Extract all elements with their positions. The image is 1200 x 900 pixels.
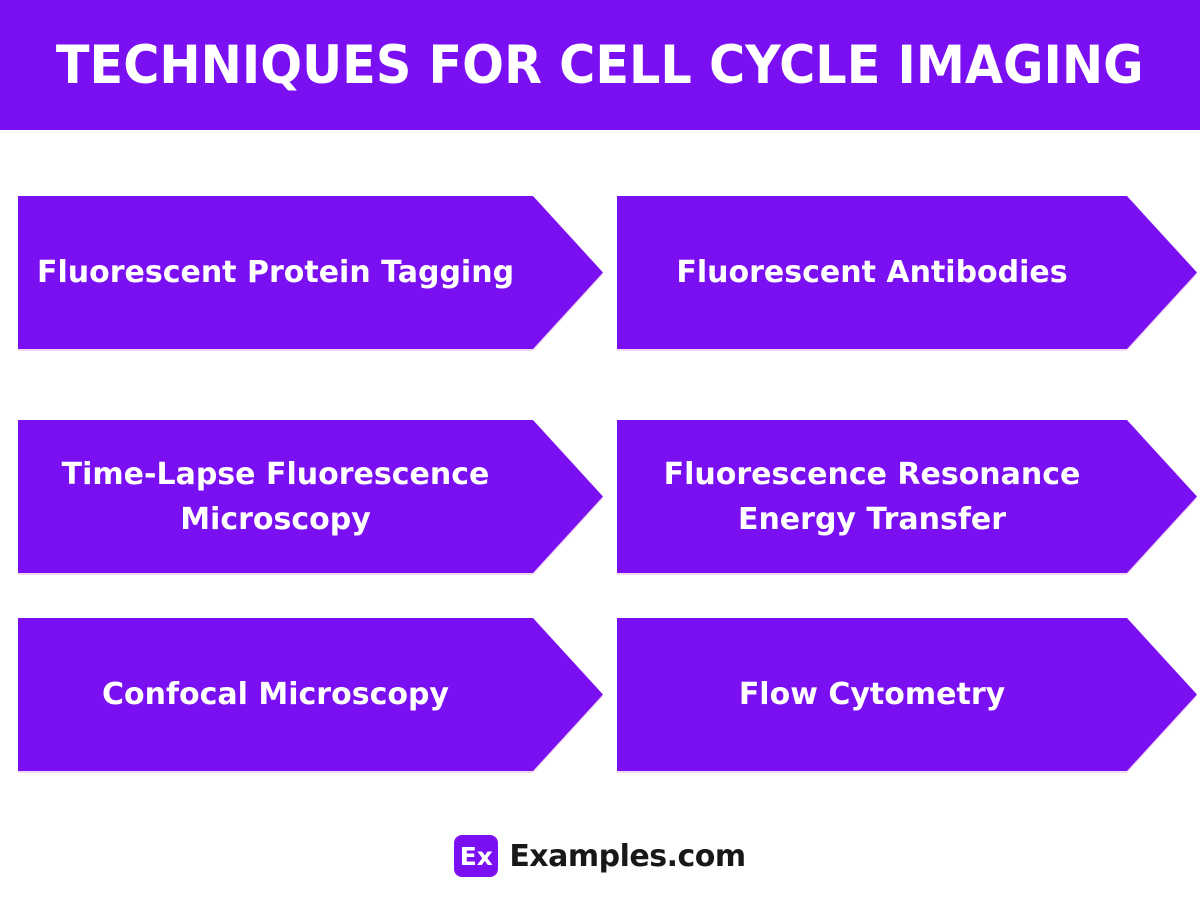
technique-label: Fluorescence Resonance Energy Transfer	[663, 456, 1081, 537]
technique-arrow-fluorescent-antibodies: Fluorescent Antibodies	[617, 196, 1197, 349]
technique-arrow-confocal-microscopy: Confocal Microscopy	[18, 618, 603, 771]
technique-arrow-fluorescence-resonance-energy-transfer: Fluorescence Resonance Energy Transfer	[617, 420, 1197, 573]
arrow-shape: Flow Cytometry	[617, 618, 1197, 771]
examples-logo-text: Examples.com	[509, 838, 746, 874]
arrow-shape: Fluorescence Resonance Energy Transfer	[617, 420, 1197, 573]
arrow-shape: Time-Lapse Fluorescence Microscopy	[18, 420, 603, 573]
header-banner: TECHNIQUES FOR CELL CYCLE IMAGING	[0, 0, 1200, 130]
page-title: TECHNIQUES FOR CELL CYCLE IMAGING	[56, 34, 1144, 96]
technique-label: Fluorescent Protein Tagging	[36, 255, 515, 290]
technique-arrow-time-lapse-fluorescence-microscopy: Time-Lapse Fluorescence Microscopy	[18, 420, 603, 573]
arrow-shape: Confocal Microscopy	[18, 618, 603, 771]
technique-arrow-flow-cytometry: Flow Cytometry	[617, 618, 1197, 771]
examples-logo-badge: Ex	[454, 835, 499, 877]
technique-label: Flow Cytometry	[738, 677, 1006, 712]
technique-arrow-fluorescent-protein-tagging: Fluorescent Protein Tagging	[18, 196, 603, 349]
footer-logo: Ex Examples.com	[0, 835, 1200, 877]
arrow-shape: Fluorescent Antibodies	[617, 196, 1197, 349]
arrow-shape: Fluorescent Protein Tagging	[18, 196, 603, 349]
technique-label: Time-Lapse Fluorescence Microscopy	[61, 456, 490, 537]
technique-label: Fluorescent Antibodies	[676, 255, 1068, 290]
technique-label: Confocal Microscopy	[101, 677, 449, 712]
